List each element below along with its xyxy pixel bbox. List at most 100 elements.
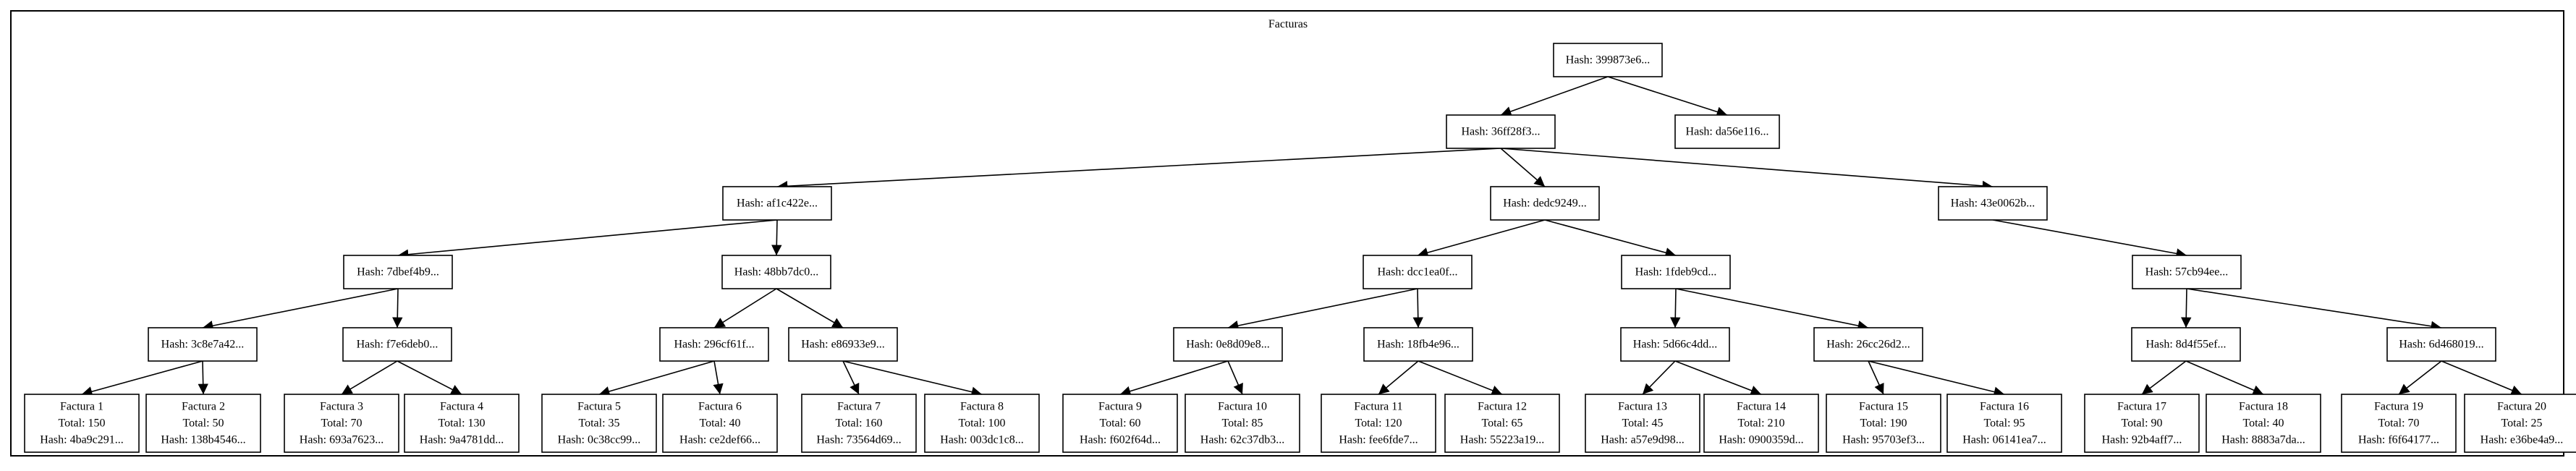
- edges-layer: [81, 76, 2522, 397]
- hash-node-box: [1363, 255, 1473, 289]
- edge-n12-f3: [341, 360, 398, 395]
- factura-name: Factura 18: [2239, 401, 2288, 413]
- factura-node-box: [284, 394, 399, 453]
- factura-node-box: [541, 394, 657, 453]
- edge-n4-n8: [1417, 219, 1546, 258]
- factura-total: Total: 60: [1099, 417, 1140, 430]
- factura-name: Factura 20: [2497, 401, 2546, 413]
- factura-node-box: [2084, 394, 2200, 453]
- hash-node: Hash: 3c8e7a42...: [148, 327, 258, 362]
- factura-total: Total: 160: [835, 417, 882, 430]
- hash-node-box: [343, 255, 453, 289]
- cluster-title: Facturas: [1268, 18, 1308, 30]
- factura-name: Factura 9: [1098, 401, 1142, 413]
- factura-node-box: [2464, 394, 2576, 453]
- hash-node-box: [1674, 114, 1780, 149]
- hash-node-label: Hash: 18fb4e96...: [1377, 339, 1459, 351]
- factura-name: Factura 8: [960, 401, 1004, 413]
- factura-total: Total: 40: [2242, 417, 2284, 430]
- factura-hash: Hash: 95703ef3...: [1842, 434, 1925, 446]
- hash-node-box: [2131, 327, 2241, 362]
- hash-node-box: [1620, 327, 1730, 362]
- factura-total: Total: 40: [699, 417, 740, 430]
- edge-n3-n7: [771, 219, 782, 256]
- factura-node: Factura 9 Total: 60 Hash: f602f64d...: [1062, 394, 1178, 453]
- factura-hash: Hash: 55223a19...: [1460, 434, 1544, 446]
- hash-node-box: [722, 186, 832, 221]
- factura-hash: Hash: 92b4aff7...: [2102, 434, 2182, 446]
- hash-node: Hash: dcc1ea0f...: [1363, 255, 1473, 289]
- edge-n9-n17: [1670, 288, 1681, 328]
- factura-name: Factura 6: [698, 401, 742, 413]
- hash-node: Hash: 26cc26d2...: [1813, 327, 1923, 362]
- edge-n20-f19: [2398, 360, 2442, 395]
- facturas-cluster: [10, 10, 2564, 457]
- factura-name: Factura 2: [182, 401, 225, 413]
- factura-name: Factura 7: [837, 401, 881, 413]
- edge-n5-n10: [1992, 219, 2187, 259]
- hash-node: Hash: e86933e9...: [788, 327, 898, 362]
- factura-name: Factura 10: [1218, 401, 1267, 413]
- hash-node: Hash: 7dbef4b9...: [343, 255, 453, 289]
- factura-name: Factura 1: [60, 401, 103, 413]
- hash-node: Hash: 43e0062b...: [1938, 186, 2048, 221]
- factura-hash: Hash: f602f64d...: [1080, 434, 1161, 446]
- factura-name: Factura 14: [1737, 401, 1786, 413]
- factura-node-box: [662, 394, 778, 453]
- edge-n12-f4: [397, 360, 462, 395]
- hash-node-label: Hash: 8d4f55ef...: [2145, 339, 2226, 351]
- hash-node: Hash: 48bb7dc0...: [721, 255, 831, 289]
- hash-node-box: [1490, 186, 1600, 221]
- factura-total: Total: 150: [58, 417, 105, 430]
- factura-name: Factura 4: [440, 401, 483, 413]
- edge-n10-n19: [2181, 288, 2192, 328]
- factura-hash: Hash: f6f64177...: [2358, 434, 2439, 446]
- hash-node: Hash: f7e6deb0...: [342, 327, 452, 362]
- hash-node: Hash: 8d4f55ef...: [2131, 327, 2241, 362]
- hash-node-label: Hash: 36ff28f3...: [1461, 126, 1540, 138]
- hash-node-box: [1621, 255, 1731, 289]
- factura-node-box: [24, 394, 140, 453]
- factura-name: Factura 3: [320, 401, 363, 413]
- hash-node-label: Hash: 57cb94ee...: [2145, 266, 2229, 279]
- factura-name: Factura 12: [1478, 401, 1527, 413]
- edge-n19-f18: [2185, 360, 2264, 395]
- hash-node-label: Hash: 0e8d09e8...: [1186, 339, 1270, 351]
- edge-n1-n4: [1500, 148, 1546, 187]
- factura-total: Total: 95: [1983, 417, 2025, 430]
- factura-name: Factura 15: [1859, 401, 1908, 413]
- hash-node-label: Hash: dedc9249...: [1503, 198, 1587, 210]
- hash-node: Hash: 57cb94ee...: [2132, 255, 2242, 289]
- hash-node-box: [1446, 114, 1556, 149]
- hash-node-box: [788, 327, 898, 362]
- factura-total: Total: 130: [438, 417, 485, 430]
- edge-n0-n1: [1500, 76, 1609, 116]
- nodes-layer: Hash: 399873e6... Hash: 36ff28f3... Hash: …: [24, 43, 2576, 453]
- factura-total: Total: 25: [2501, 417, 2542, 430]
- factura-hash: Hash: 4ba9c291...: [40, 434, 124, 446]
- edge-n7-n14: [776, 288, 844, 328]
- hash-node-label: Hash: 296cf61f...: [674, 339, 754, 351]
- hash-node: Hash: 5d66c4dd...: [1620, 327, 1730, 362]
- factura-total: Total: 65: [1481, 417, 1522, 430]
- hash-node: Hash: 1fdeb9cd...: [1621, 255, 1731, 289]
- factura-node-box: [1826, 394, 1941, 453]
- edge-n1-n3: [776, 148, 1501, 192]
- factura-total: Total: 45: [1622, 417, 1663, 430]
- hash-node: Hash: 0e8d09e8...: [1173, 327, 1283, 362]
- hash-node: Hash: 399873e6...: [1553, 43, 1663, 77]
- factura-total: Total: 35: [578, 417, 619, 430]
- factura-total: Total: 100: [958, 417, 1005, 430]
- edge-n17-f13: [1642, 360, 1676, 395]
